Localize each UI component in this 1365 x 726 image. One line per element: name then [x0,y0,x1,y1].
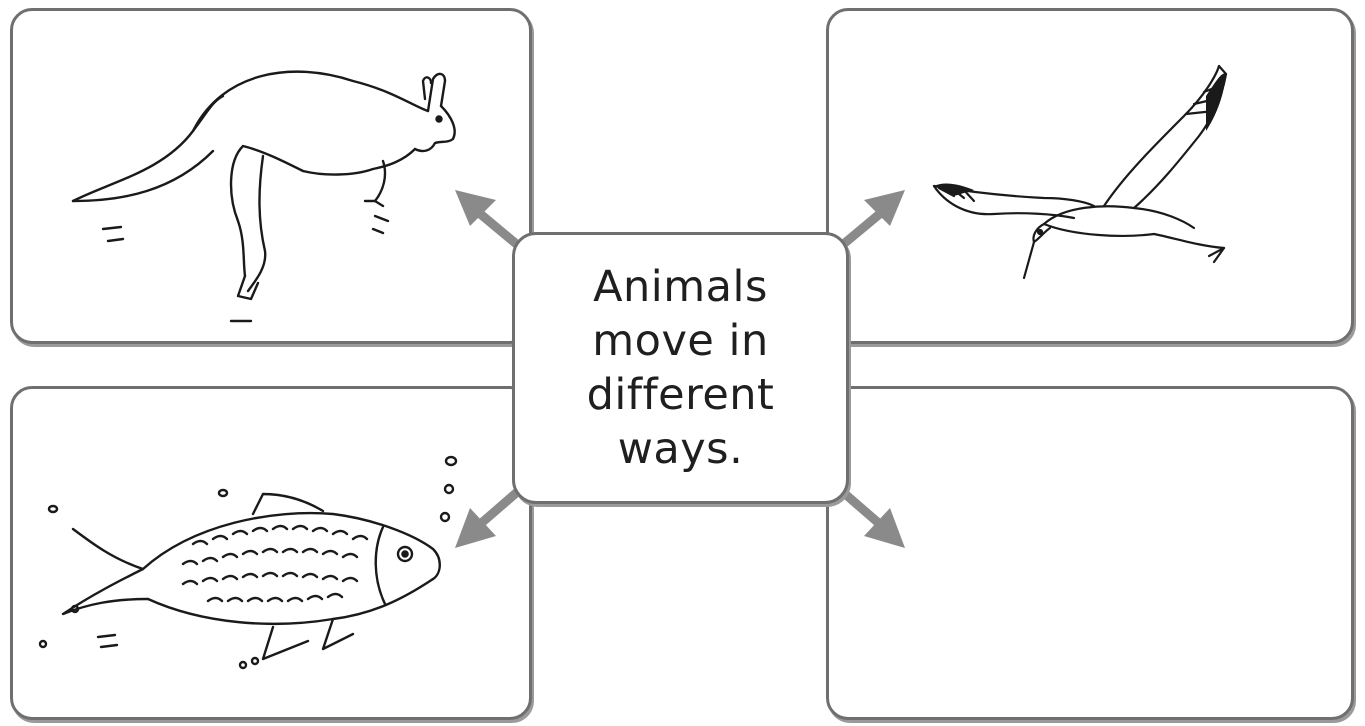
center-box: Animals move in different ways. [512,232,849,504]
center-text: Animals move in different ways. [561,260,801,476]
